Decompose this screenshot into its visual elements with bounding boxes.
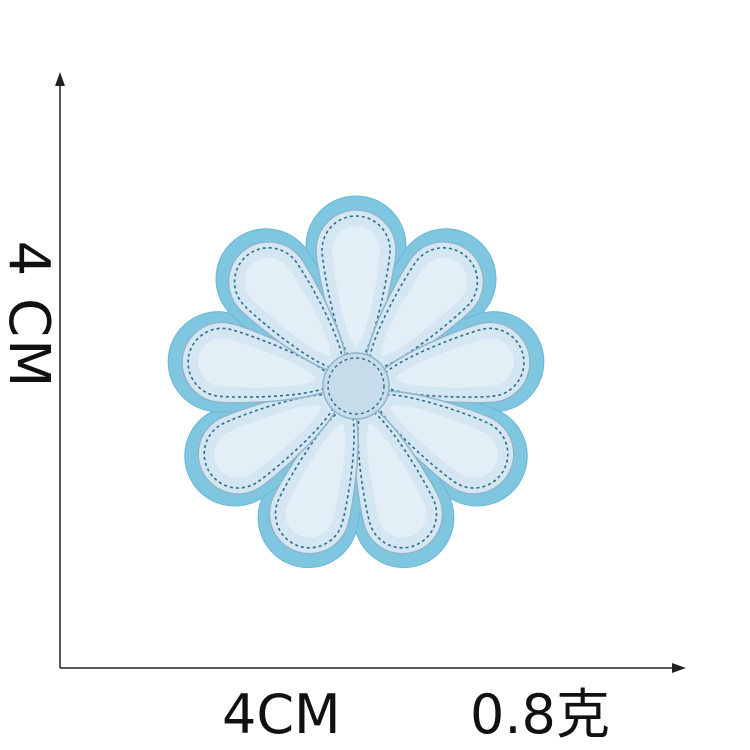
right-arrow-icon xyxy=(672,663,686,673)
petal-sheen xyxy=(381,257,468,356)
petal-stitch xyxy=(376,327,525,398)
petal-stitch xyxy=(374,393,509,489)
petal-sheen xyxy=(198,338,317,388)
petal-stitch xyxy=(233,247,344,370)
flower-center xyxy=(322,352,390,420)
petal-stitch xyxy=(187,327,336,398)
petal-stitch xyxy=(368,247,479,370)
petal-stitch xyxy=(357,405,438,549)
width-dimension-label: 4CM xyxy=(222,683,341,746)
embroidered-petals xyxy=(181,209,531,555)
petal-sheen xyxy=(390,405,498,478)
petal-stitch xyxy=(203,393,338,489)
petal xyxy=(365,241,485,374)
petal-stitch xyxy=(321,215,391,365)
center-stitch xyxy=(327,357,385,415)
petal xyxy=(372,321,531,404)
flower-patch-icon xyxy=(167,195,545,568)
petal xyxy=(353,402,444,555)
height-dimension-label: 4 CM xyxy=(0,240,61,390)
petal xyxy=(197,390,342,495)
center-fill xyxy=(322,352,390,420)
up-arrow-icon xyxy=(55,72,65,86)
petal-sheen xyxy=(367,423,427,538)
petal xyxy=(370,390,515,495)
petal-stitch xyxy=(274,405,355,549)
petal-sheen xyxy=(332,226,380,346)
petal-sheen xyxy=(244,257,331,356)
petal xyxy=(181,321,340,404)
petal-sheen xyxy=(214,405,322,478)
weight-label: 0.8克 xyxy=(470,683,610,746)
petal-sheen xyxy=(285,423,345,538)
petal xyxy=(227,241,347,374)
petal xyxy=(268,402,359,555)
petal-sheen xyxy=(395,338,514,388)
